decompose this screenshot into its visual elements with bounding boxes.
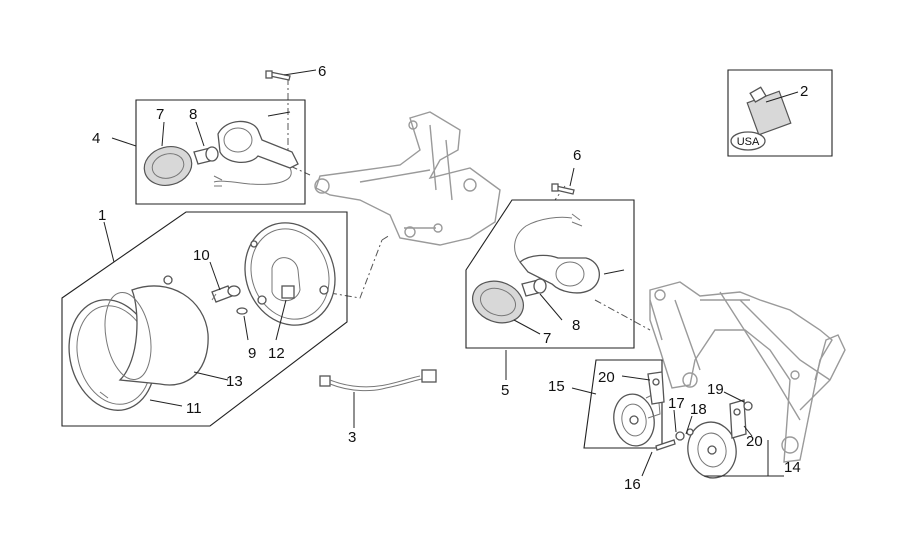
callout-20-right: 20 — [746, 433, 763, 450]
callout-4: 4 — [92, 130, 100, 147]
right-indicator-housing — [514, 213, 625, 294]
callout-7-left: 7 — [156, 106, 164, 123]
callout-17: 17 — [668, 395, 685, 412]
callout-3: 3 — [348, 429, 356, 446]
callout-7-right: 7 — [543, 330, 551, 347]
callout-18: 18 — [690, 401, 707, 418]
frame-rear-tubes — [649, 281, 846, 463]
right-indicator-bulb — [521, 278, 547, 297]
callout-12: 12 — [268, 345, 285, 362]
right-indicator-lens — [472, 280, 524, 324]
callout-14: 14 — [784, 459, 801, 476]
usa-badge-outline — [730, 131, 766, 151]
callout-10: 10 — [193, 247, 210, 264]
front-right-indicator-box — [465, 199, 635, 349]
frame-bracket — [314, 111, 501, 246]
horn-screw — [655, 401, 753, 451]
callout-15: 15 — [548, 378, 565, 395]
callout-5: 5 — [501, 382, 509, 399]
headlamp-shell — [244, 222, 336, 326]
callout-6-top: 6 — [318, 63, 326, 80]
callout-2: 2 — [800, 83, 808, 100]
front-left-indicator-box — [135, 99, 306, 205]
horn-upper — [613, 391, 661, 447]
left-indicator-housing — [213, 111, 299, 187]
horn-lower — [687, 421, 737, 479]
callout-19: 19 — [707, 381, 724, 398]
headlamp-reflector — [104, 275, 209, 386]
usa-reflector-box — [727, 69, 833, 157]
callout-16: 16 — [624, 476, 641, 493]
callout-11: 11 — [186, 400, 202, 417]
callout-20-top: 20 — [598, 369, 615, 386]
leader-lines — [103, 69, 799, 477]
horn-bracket-lower — [729, 399, 747, 439]
mounting-screw-top — [265, 70, 291, 81]
callout-8-right: 8 — [572, 317, 580, 334]
callout-13: 13 — [226, 373, 243, 390]
headlamp-bulb — [211, 285, 241, 303]
horn-bracket-upper — [647, 371, 665, 405]
headlamp-assembly-box — [61, 211, 348, 427]
left-indicator-bulb — [193, 146, 219, 165]
wiring-harness — [319, 369, 437, 392]
callout-1: 1 — [98, 207, 106, 224]
assembly-center-lines — [287, 78, 651, 331]
usa-badge: USA — [737, 136, 760, 148]
usa-reflector — [746, 86, 792, 136]
callout-6-right: 6 — [573, 147, 581, 164]
callout-8-left: 8 — [189, 106, 197, 123]
parking-bulb — [236, 307, 248, 315]
left-indicator-lens — [143, 146, 193, 186]
callout-labels: 1 2 3 4 5 6 6 7 7 8 8 9 10 11 12 13 14 1… — [92, 63, 808, 493]
callout-9: 9 — [248, 345, 256, 362]
mounting-screw-right — [551, 183, 575, 195]
